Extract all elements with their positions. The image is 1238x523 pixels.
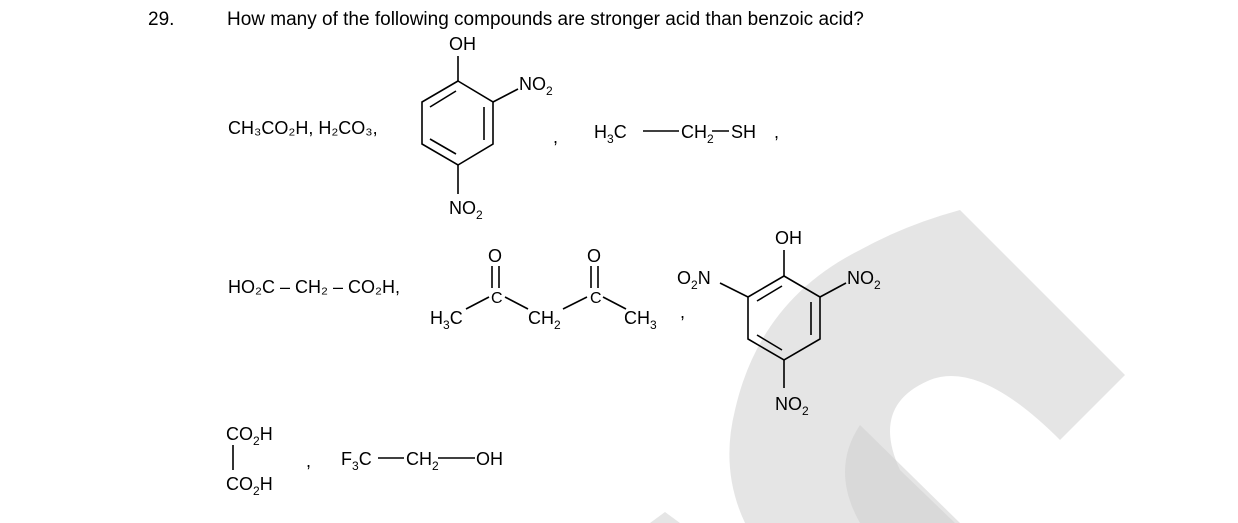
separator-comma: , <box>553 127 558 147</box>
svg-text:CO2H: CO2H <box>226 424 273 448</box>
malonic-acid-label: HO₂C – CH₂ – CO₂H, <box>228 277 400 297</box>
svg-text:O2N: O2N <box>677 268 711 292</box>
separator-comma: , <box>774 122 779 142</box>
picric-acid-structure: OH O2N NO2 NO2 <box>677 228 881 418</box>
phenol-oh-label: OH <box>449 34 476 54</box>
svg-text:CH2: CH2 <box>681 122 714 146</box>
acetic-carbonic-acid-label: CH₃CO₂H, H₂CO₃, <box>228 118 378 138</box>
separator-comma: , <box>680 302 685 322</box>
oxalic-acid-structure: CO2H CO2H <box>226 424 273 498</box>
svg-text:C: C <box>590 290 602 307</box>
svg-text:OH: OH <box>476 449 503 469</box>
svg-text:H3C: H3C <box>430 308 463 332</box>
ethanethiol-structure: H3C CH2 SH <box>594 122 756 146</box>
svg-text:O: O <box>488 246 502 266</box>
dinitrophenol-structure: OH NO2 NO2 <box>421 34 553 222</box>
svg-text:CH2: CH2 <box>406 449 439 473</box>
svg-text:CO2H: CO2H <box>226 474 273 498</box>
svg-text:OH: OH <box>775 228 802 248</box>
svg-text:O: O <box>587 246 601 266</box>
acetylacetone-structure: O C O C H3C CH2 CH3 <box>430 246 657 332</box>
question-number: 29. <box>148 9 175 30</box>
svg-text:F3C: F3C <box>341 449 372 473</box>
svg-text:CH3: CH3 <box>624 308 657 332</box>
watermark-logo <box>650 210 1125 523</box>
svg-text:NO2: NO2 <box>847 268 881 292</box>
svg-text:C: C <box>491 290 503 307</box>
trifluoroethanol-structure: F3C CH2 OH <box>341 449 503 473</box>
question-text: How many of the following compounds are … <box>227 9 864 30</box>
svg-text:CH2: CH2 <box>528 308 561 332</box>
svg-text:H3C: H3C <box>594 122 627 146</box>
separator-comma: , <box>306 451 311 471</box>
nitro-label-bottom: NO2 <box>449 198 483 222</box>
svg-text:SH: SH <box>731 122 756 142</box>
nitro-label-top: NO2 <box>519 74 553 98</box>
svg-text:NO2: NO2 <box>775 394 809 418</box>
